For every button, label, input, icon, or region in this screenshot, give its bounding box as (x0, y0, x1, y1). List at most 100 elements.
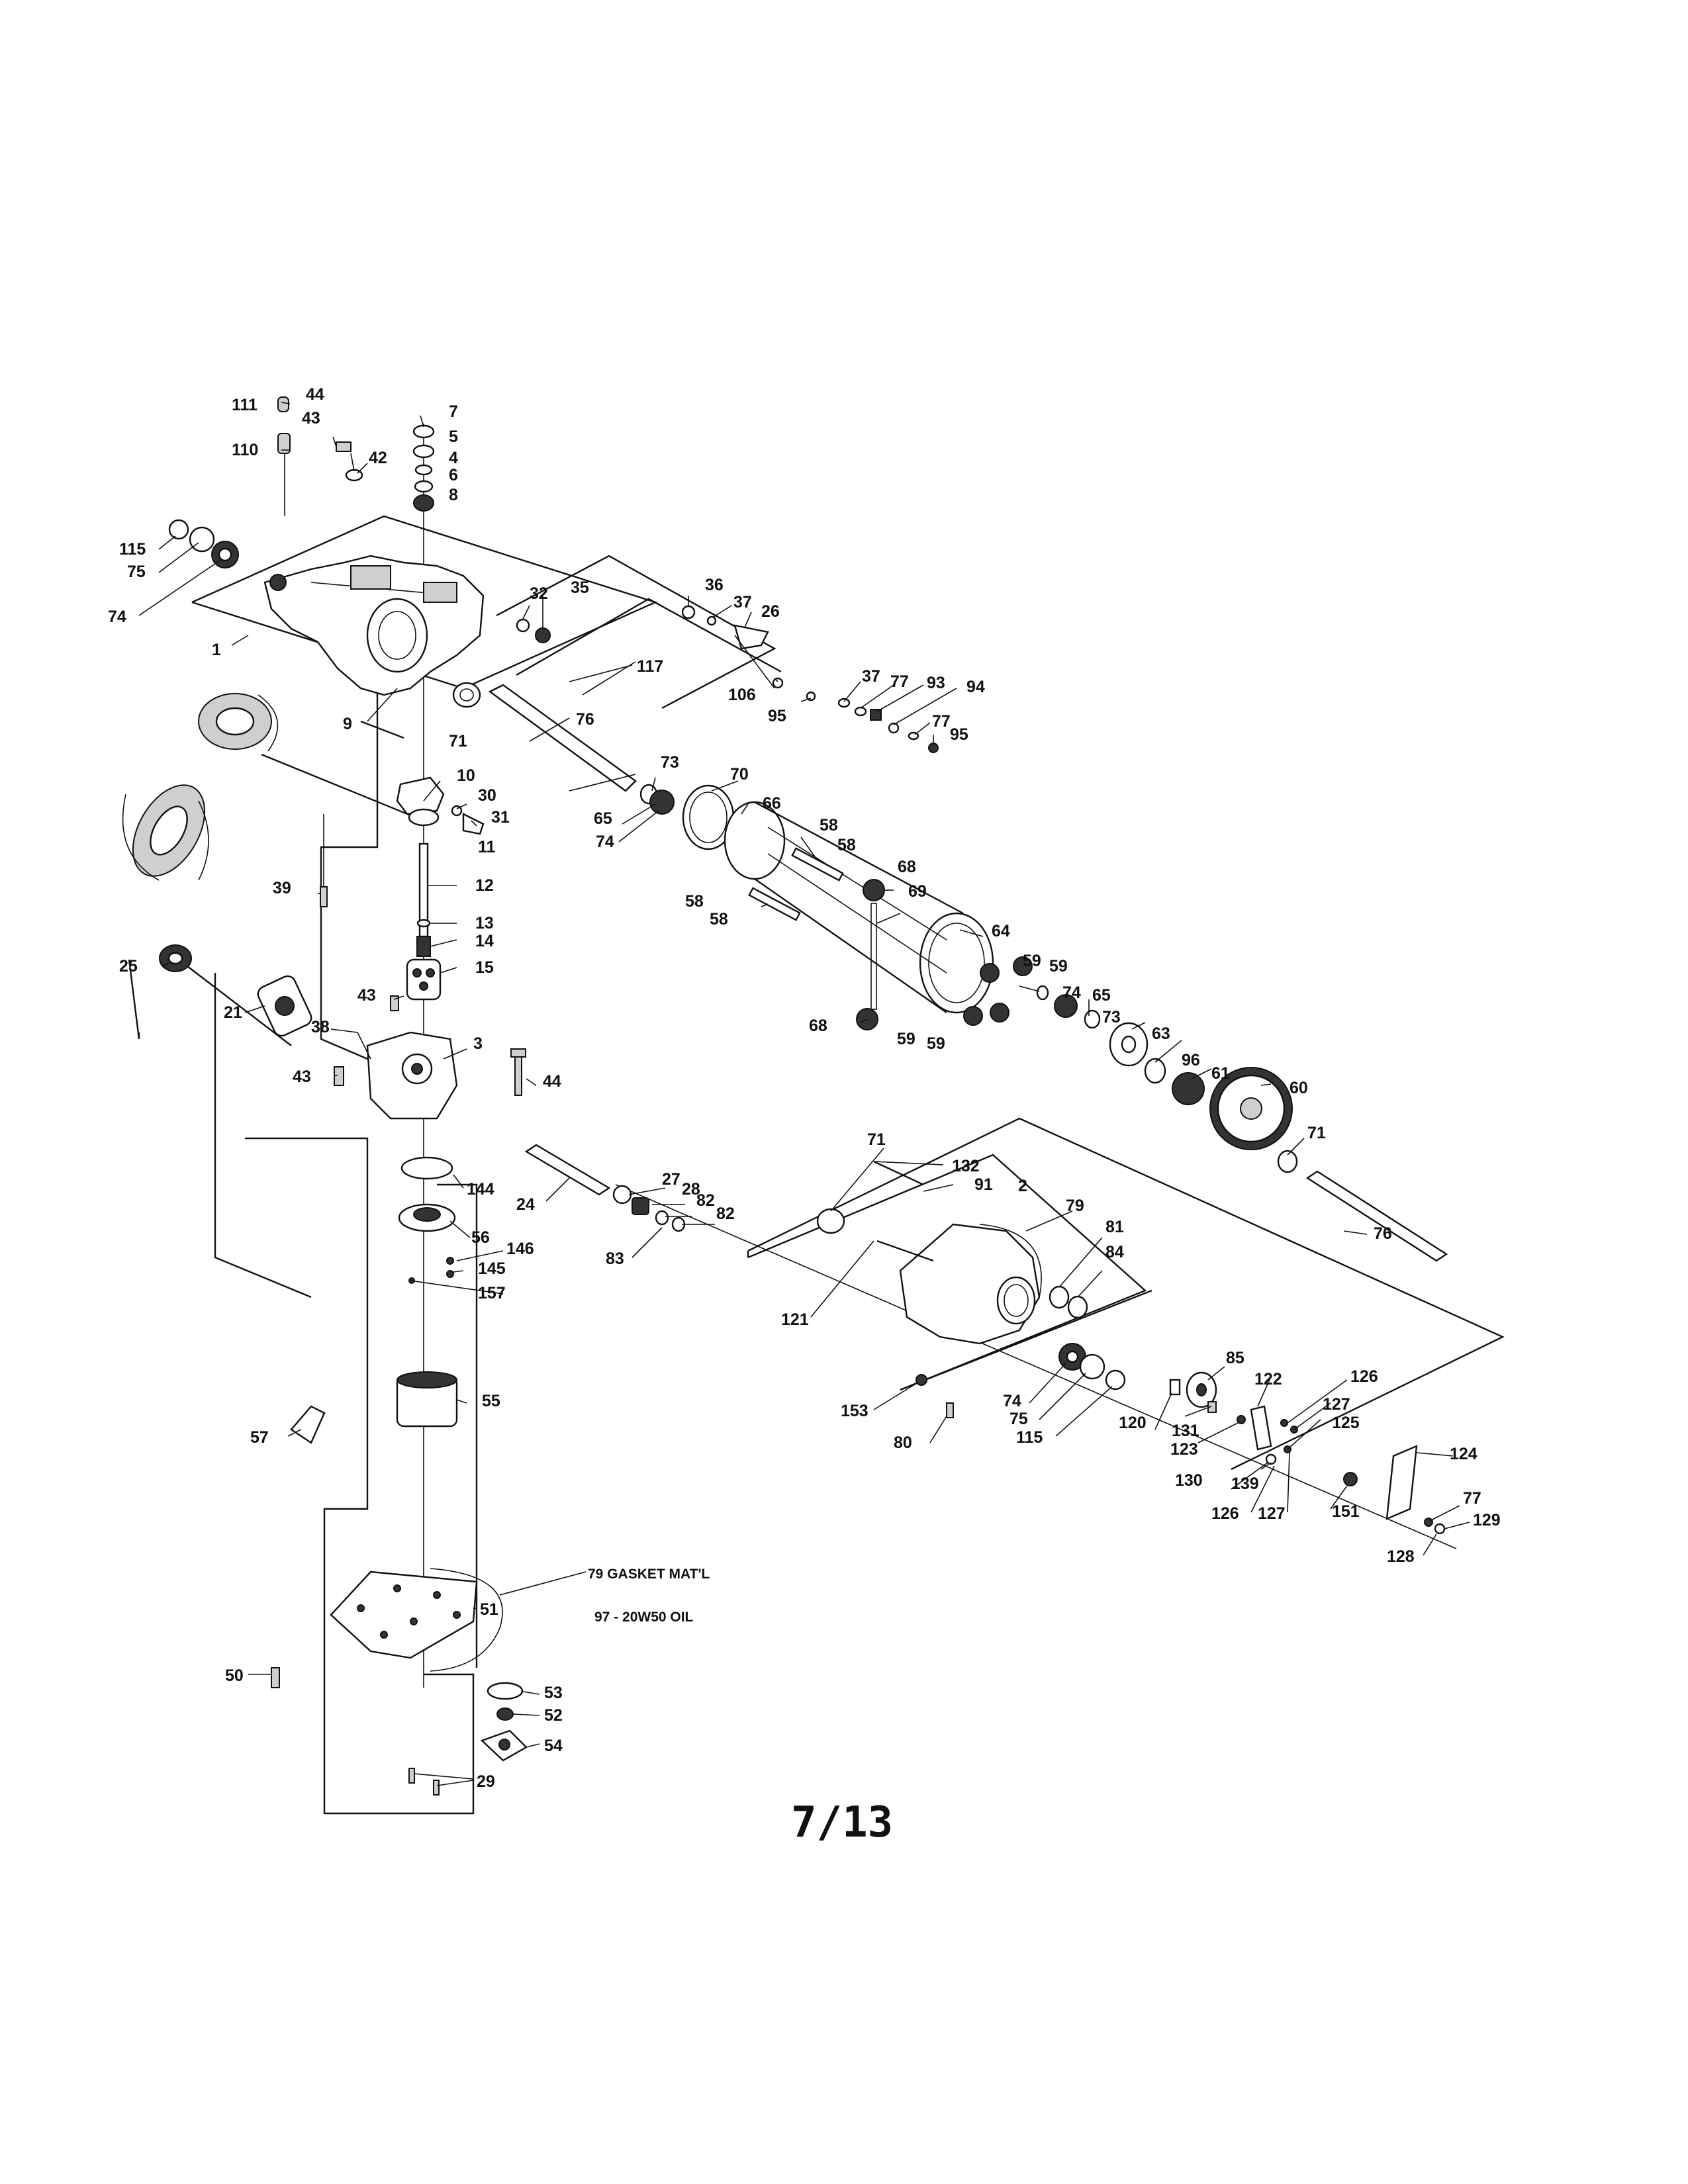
callout-77-c: 77 (1463, 1489, 1481, 1508)
callout-1: 1 (212, 641, 221, 659)
callout-52: 52 (544, 1706, 563, 1725)
callout-63: 64 (992, 922, 1010, 940)
callout-59-a: 59 (1023, 952, 1041, 970)
callout-29: 29 (477, 1772, 495, 1791)
callout-132: 132 (952, 1157, 980, 1175)
gasket-note: 79 GASKET MAT'L (588, 1567, 710, 1582)
callout-145: 145 (478, 1259, 506, 1278)
callout-82-a: 82 (696, 1191, 715, 1210)
callout-77-a: 77 (890, 672, 909, 691)
bull-gear-part (1209, 1067, 1293, 1150)
callout-74-lower: 74 (1003, 1392, 1021, 1410)
callout-labels: 111 110 44 43 42 7 5 4 6 8 115 75 74 1 9… (108, 385, 1501, 1791)
callout-95-a: 95 (768, 707, 786, 725)
callout-128: 128 (1387, 1547, 1415, 1566)
callout-125: 125 (1332, 1414, 1360, 1432)
callout-76-upper: 76 (576, 710, 594, 729)
callout-80: 80 (894, 1433, 912, 1452)
callout-58-a: 58 (820, 816, 838, 835)
callout-54: 54 (544, 1737, 563, 1755)
part-shapes (122, 396, 1448, 1796)
callout-82-b: 82 (716, 1205, 735, 1223)
callout-71: 71 (1307, 1124, 1326, 1142)
callout-59-d: 59 (927, 1034, 945, 1053)
callout-38: 38 (311, 1018, 330, 1036)
callout-67: 69 (908, 882, 927, 901)
callout-131: 131 (1172, 1422, 1199, 1440)
callout-64: 66 (763, 794, 781, 813)
callout-21: 21 (224, 1003, 242, 1022)
callout-58-c: 58 (685, 892, 704, 911)
callout-66-a: 68 (898, 858, 916, 876)
callout-42: 44 (306, 385, 324, 404)
callout-122: 122 (1254, 1370, 1282, 1388)
callout-27: 27 (662, 1170, 680, 1189)
callout-28: 28 (682, 1180, 700, 1199)
oil-note: 97 - 20W50 OIL (594, 1610, 694, 1625)
callout-14: 14 (475, 932, 494, 950)
callout-123: 123 (1170, 1440, 1198, 1459)
callout-30: 30 (478, 786, 496, 805)
callout-53: 53 (544, 1684, 563, 1702)
callout-12: 12 (475, 876, 494, 895)
differential-case-part (724, 801, 994, 1014)
callout-91: 91 (974, 1175, 993, 1194)
callout-70-a: 73 (661, 753, 679, 772)
cover-plate-part (330, 1568, 503, 1672)
callout-74: 74 (108, 608, 126, 626)
assembly-boundaries (128, 424, 1505, 1815)
callout-3: 3 (473, 1034, 483, 1053)
callout-40: 42 (369, 449, 387, 467)
callout-65-b: 65 (1092, 986, 1111, 1005)
callout-110: 110 (232, 441, 258, 459)
callout-39: 39 (273, 879, 291, 897)
callout-4: 4 (449, 449, 458, 467)
callout-73-a: 74 (596, 833, 614, 851)
callout-41: 43 (302, 409, 320, 428)
callout-61: 61 (1211, 1064, 1230, 1083)
callout-76-lower: 76 (1374, 1224, 1392, 1243)
callout-115-lower: 115 (1016, 1428, 1043, 1447)
callout-121: 121 (781, 1310, 809, 1329)
callout-56: 56 (471, 1228, 490, 1247)
lower-housing-part (899, 1223, 1042, 1345)
leader-lines (138, 402, 1470, 1786)
callout-59-c: 59 (897, 1030, 915, 1048)
callout-126-a: 126 (1350, 1367, 1378, 1386)
callout-83: 83 (606, 1250, 624, 1268)
callout-84: 84 (1105, 1243, 1124, 1261)
callout-25: 25 (119, 957, 138, 976)
callout-57: 57 (250, 1428, 269, 1447)
callout-81: 81 (1105, 1218, 1124, 1236)
callout-9: 9 (343, 715, 352, 733)
callout-43-b: 43 (293, 1068, 311, 1086)
callout-58-b: 58 (837, 836, 856, 854)
callout-120: 120 (1119, 1414, 1147, 1432)
callout-124: 124 (1450, 1445, 1477, 1463)
callout-126-b: 126 (1211, 1504, 1239, 1523)
callout-70-b: 73 (1102, 1008, 1121, 1026)
callout-43-a: 43 (357, 986, 376, 1005)
callout-95-b: 95 (950, 725, 968, 744)
callout-139: 139 (1231, 1475, 1259, 1493)
callout-73-b: 74 (1062, 983, 1081, 1002)
callout-60: 60 (1289, 1079, 1308, 1097)
callout-106: 106 (728, 686, 756, 704)
callout-96: 96 (1182, 1051, 1200, 1069)
callout-75: 75 (127, 563, 146, 581)
callout-6: 6 (449, 466, 458, 484)
callout-35: 35 (571, 578, 589, 597)
callout-75-lower: 75 (1009, 1410, 1028, 1428)
callout-15: 15 (475, 958, 494, 977)
callout-36: 36 (705, 576, 724, 594)
callout-44: 44 (543, 1072, 561, 1091)
callout-50: 50 (225, 1666, 244, 1685)
page-number: 7/13 (791, 1798, 893, 1847)
callout-5: 5 (449, 428, 458, 446)
callout-65-a: 65 (594, 809, 612, 828)
callout-68: 70 (730, 765, 749, 784)
callout-37-a: 37 (733, 593, 752, 612)
callout-157: 157 (478, 1284, 506, 1302)
callout-127-a: 127 (1323, 1395, 1350, 1414)
